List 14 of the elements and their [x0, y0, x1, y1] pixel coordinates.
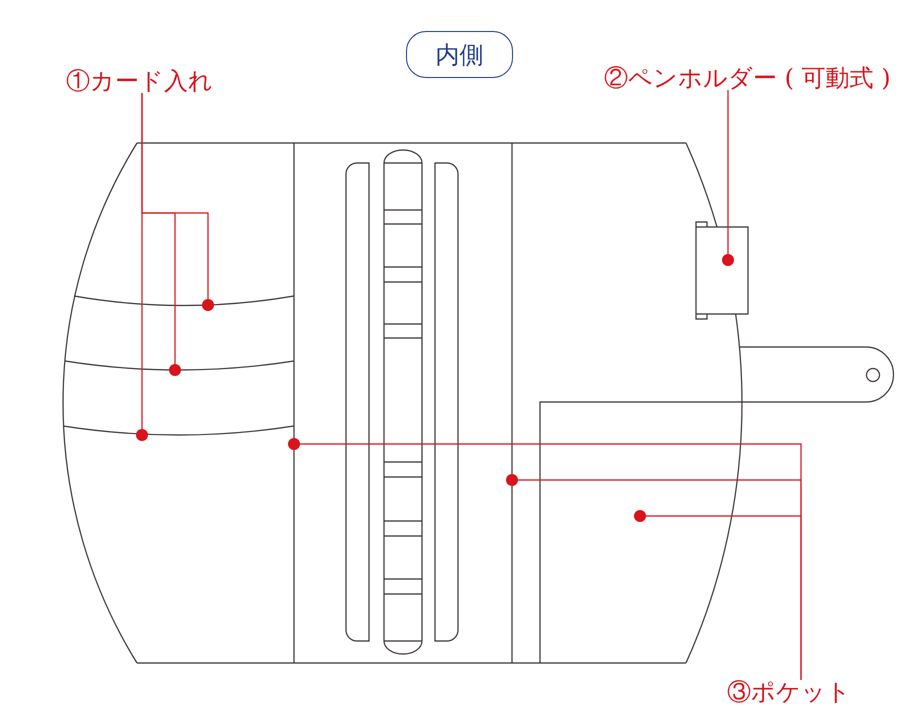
pen-holder: [695, 221, 749, 320]
card-slot-edge: [62, 425, 294, 436]
callout-label: ②ペンホルダー ( 可動式 ): [604, 66, 891, 90]
leader-line: [722, 90, 734, 266]
leader-line: [136, 93, 148, 441]
card-slot-edge: [64, 360, 294, 371]
heading-tag: 内側: [406, 31, 513, 78]
pocket: [539, 401, 741, 663]
card-slot-edge: [74, 295, 294, 306]
pocket-edge-line: [293, 143, 295, 663]
callout-label: ③ポケット: [727, 680, 851, 704]
leader-line: [634, 510, 802, 680]
callout-label: ①カード入れ: [66, 69, 213, 93]
pocket-edge-line: [511, 143, 513, 663]
